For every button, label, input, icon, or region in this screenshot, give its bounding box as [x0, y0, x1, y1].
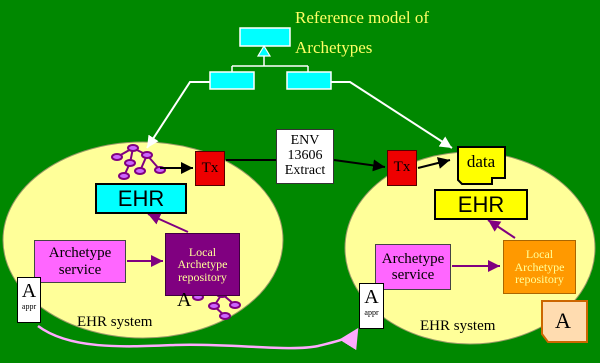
ref-model-arrow-left [146, 81, 210, 149]
right-repo-line-3: repository [515, 272, 564, 287]
tx-to-data-arrow [417, 157, 451, 169]
data-document-shape [457, 146, 506, 185]
left-tx-label: Tx [201, 159, 219, 176]
right-service-line-1: Archetype [381, 250, 445, 267]
left-repo-line-1: Local [188, 244, 217, 259]
right-doc-caption: appr [364, 308, 379, 317]
right-ehr-label: EHR [457, 191, 505, 217]
left-repo-line-2: Archetype [177, 257, 228, 272]
left-archetype-letter: A [177, 289, 192, 311]
left-doc-letter: A [21, 280, 37, 302]
right-local-archetype-repository-box: Local Archetype repository [503, 240, 576, 294]
appr-transfer-connector [37, 324, 359, 351]
right-approved-archetype-document[interactable]: A appr [359, 283, 384, 329]
left-ehr-box: EHR [95, 183, 187, 214]
ref-model-arrow-right [331, 81, 453, 149]
right-archetype-letter: A [555, 308, 571, 333]
left-repo-line-3: repository [178, 269, 227, 284]
left-doc-caption: appr [21, 302, 37, 311]
left-approved-archetype-document[interactable]: A appr [17, 277, 41, 323]
env-13606-extract-box: ENV 13606 Extract [276, 129, 334, 184]
right-ehr-box: EHR [434, 189, 528, 220]
reference-model-title-line1: Reference model of [295, 8, 430, 27]
left-archetype-service-box: Archetype service [34, 240, 126, 283]
env-to-tx-arrow [333, 159, 386, 172]
env-line-1: ENV [290, 133, 320, 149]
right-ehr-system-label: EHR system [420, 318, 496, 334]
right-repository-to-ehr-arrow [487, 219, 516, 239]
env-line-2: 13606 [287, 148, 323, 164]
right-tx-label: Tx [393, 159, 411, 176]
right-archetype-service-box: Archetype service [375, 244, 451, 290]
right-tx-box: Tx [387, 150, 417, 186]
right-archetype-document-shape [541, 300, 588, 343]
reference-model-title-line2: Archetypes [295, 38, 373, 57]
left-repository-to-ehr-arrow [147, 213, 189, 233]
left-tx-box: Tx [195, 151, 225, 186]
right-repo-line-1: Local [525, 247, 554, 262]
right-service-line-2: service [391, 267, 435, 283]
right-repo-line-2: Archetype [514, 259, 565, 274]
env-line-3: Extract [284, 162, 326, 178]
left-service-line-2: service [58, 261, 102, 278]
left-ehr-system-label: EHR system [77, 314, 153, 330]
left-ehr-label: EHR [117, 185, 165, 211]
reference-model-uml-icon [209, 27, 332, 90]
left-service-line-1: Archetype [48, 245, 112, 261]
left-local-archetype-repository-box: Local Archetype repository [165, 233, 240, 296]
data-label: data [466, 152, 496, 172]
right-doc-letter: A [364, 286, 379, 308]
